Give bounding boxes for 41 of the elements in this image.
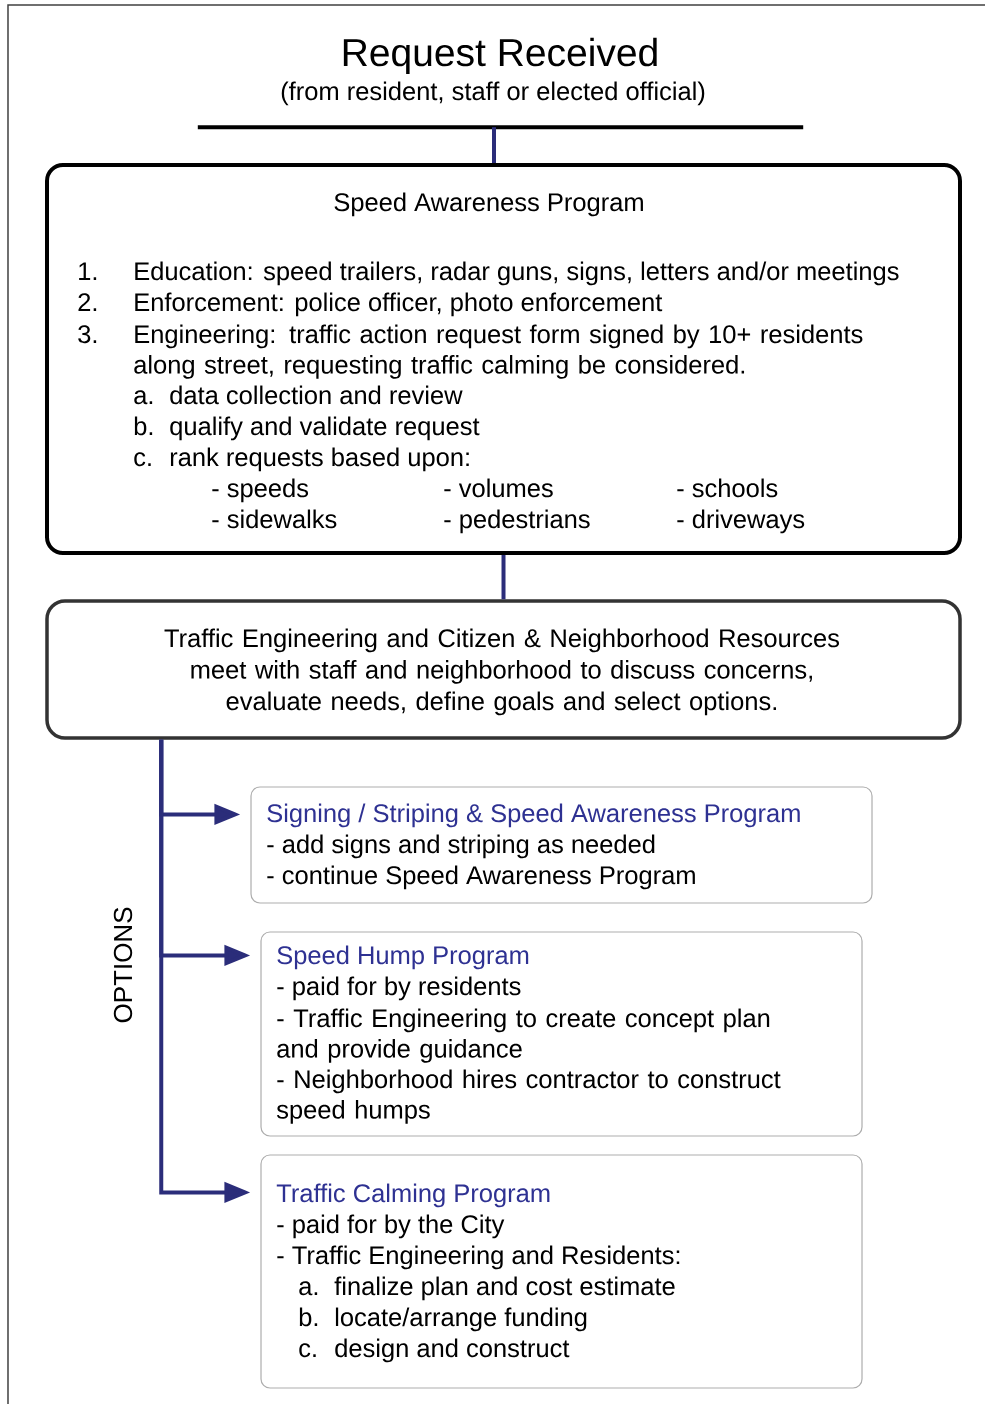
list-letter: c. [134, 452, 151, 467]
box-heading: Traffic Calming Program [276, 1183, 550, 1208]
list-letter: b. [299, 1307, 318, 1327]
list-letter: c. [299, 1343, 316, 1358]
list-item: finalize plan and cost estimate [334, 1276, 675, 1301]
subtitle: (from resident, staff or elected official) [281, 81, 705, 106]
criterion: - sidewalks [212, 509, 337, 529]
title: Request Received [343, 37, 657, 75]
body-text: Traffic Engineering and Citizen & Neighborhood Resources meet with staff and neighborhood to discuss concerns, evaluate needs, define goals and select options. [164, 628, 839, 716]
list-number: 1. [79, 262, 97, 280]
list-item: - add signs and striping as needed [267, 834, 655, 859]
list-item: Enforcement: police officer, photo enforcement [135, 292, 663, 317]
side-label: OPTIONS [113, 907, 133, 1023]
box-heading: Signing / Striping & Speed Awareness Program [267, 803, 800, 828]
list-letter: b. [134, 416, 153, 436]
list-item: Education: speed trailers, radar guns, signs, letters and/or meetings [135, 261, 899, 286]
list-item: rank requests based upon: [170, 447, 469, 472]
list-item: - paid for by the City [277, 1214, 505, 1239]
box-heading: Speed Awareness Program [334, 192, 643, 217]
list-item: - continue Speed Awareness Program [267, 865, 695, 890]
list-number: 2. [78, 293, 97, 311]
list-item: - paid for by residents [277, 976, 521, 1001]
list-item: - Traffic Engineering to create concept plan and provide guidance [277, 1008, 770, 1063]
list-item: design and construct [335, 1338, 570, 1363]
list-item: - Neighborhood hires contractor to construct speed humps [276, 1069, 781, 1124]
list-item: locate/arrange funding [335, 1307, 587, 1332]
list-item: Engineering: traffic action request form signed by 10+ residents along street, requesting traffic calming be considered. [134, 324, 863, 379]
criterion: - pedestrians [444, 509, 590, 534]
criterion: - schools [677, 478, 778, 498]
list-number: 3. [78, 325, 97, 344]
list-letter: a. [134, 390, 153, 405]
criterion: - speeds [212, 478, 309, 503]
list-item: data collection and review [170, 385, 463, 405]
criterion: - driveways [677, 509, 805, 534]
connector [492, 127, 496, 163]
list-item: qualify and validate request [170, 416, 480, 441]
criterion: - volumes [444, 478, 553, 498]
connector [501, 555, 506, 600]
list-item: - Traffic Engineering and Residents: [277, 1245, 680, 1270]
list-letter: a. [299, 1281, 318, 1296]
box-heading: Speed Hump Program [277, 945, 529, 970]
